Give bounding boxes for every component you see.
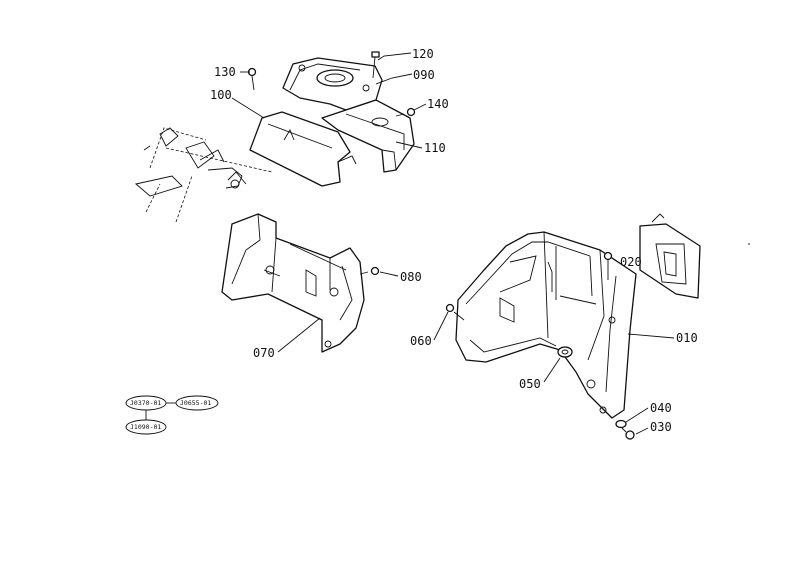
- callout-060: 060: [410, 334, 432, 348]
- leader-lines: [231, 52, 675, 435]
- reference-j1090: J1090-01: [130, 423, 161, 431]
- callout-080: 080: [400, 270, 422, 284]
- bolt-080: [359, 266, 380, 276]
- callout-070: 070: [253, 346, 275, 360]
- callout-110: 110: [424, 141, 446, 155]
- bolt-120: [371, 51, 380, 79]
- lower-cover-110: [321, 99, 415, 173]
- stray-dot: [748, 243, 750, 245]
- callout-020: 020: [620, 255, 642, 269]
- callout-040: 040: [650, 401, 672, 415]
- bolt-060: [445, 303, 465, 321]
- cover-plate-020: [639, 213, 701, 299]
- bolt-140: [395, 107, 416, 117]
- washer-040: [615, 419, 627, 429]
- reference-j0370: J0370-01: [130, 399, 161, 407]
- callout-140: 140: [427, 97, 449, 111]
- reference-ovals: J0370-01 J0655-01 J1090-01: [125, 395, 219, 435]
- reference-j0655: J0655-01: [180, 399, 211, 407]
- bolt-030: [621, 427, 635, 440]
- callout-010: 010: [676, 331, 698, 345]
- upper-cover-090: [282, 57, 383, 111]
- grommet-050: [557, 346, 573, 358]
- bolt-020: [603, 251, 613, 280]
- housing-010: [455, 231, 637, 419]
- mounting-bracket-reference: [135, 127, 273, 223]
- callout-130: 130: [214, 65, 236, 79]
- callout-090: 090: [413, 68, 435, 82]
- side-panel-100: [249, 111, 357, 187]
- shield-070: [221, 213, 365, 353]
- callout-120: 120: [412, 47, 434, 61]
- callout-100: 100: [210, 88, 232, 102]
- callout-030: 030: [650, 420, 672, 434]
- callout-050: 050: [519, 377, 541, 391]
